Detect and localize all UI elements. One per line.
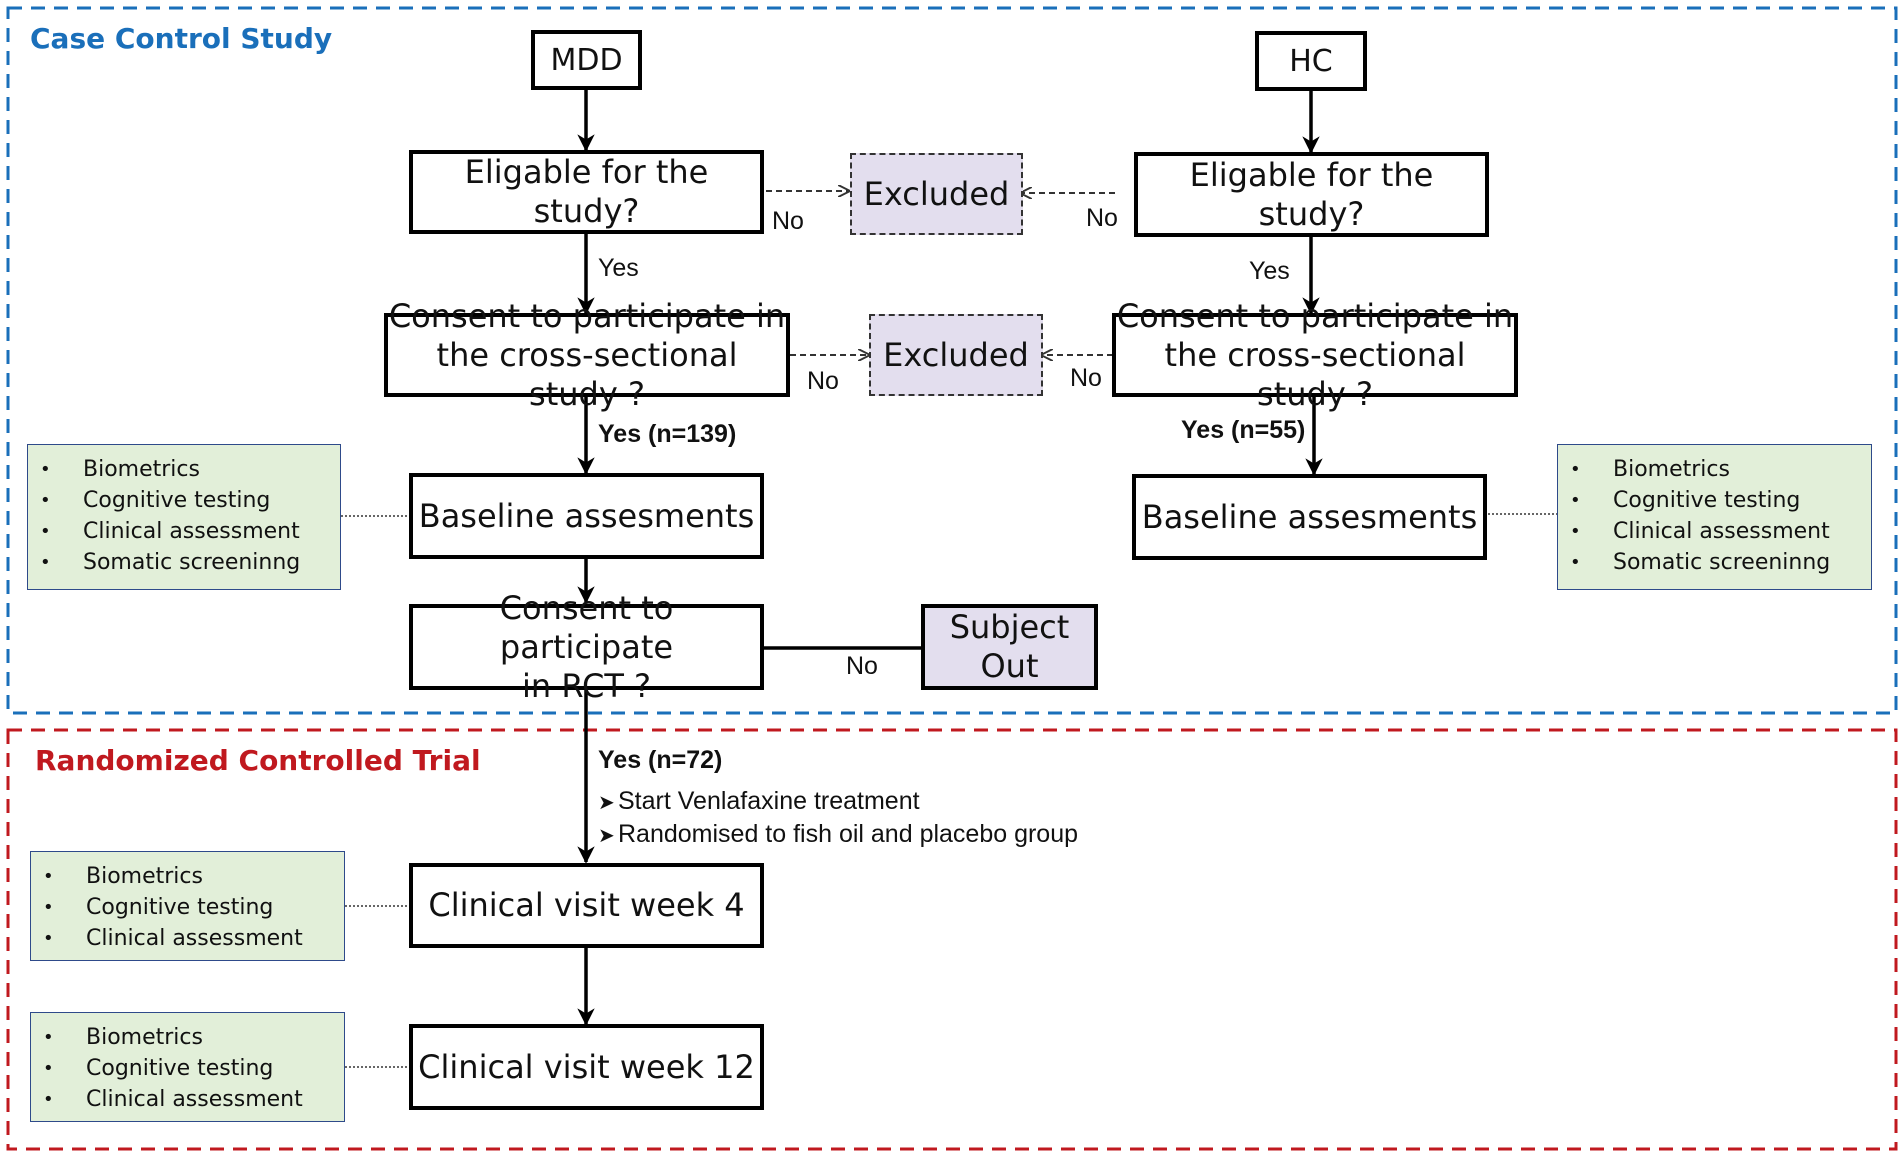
assessment-item: Biometrics: [31, 1022, 344, 1053]
rct-note-text: Randomised to fish oil and placebo group: [618, 820, 1079, 848]
mdd-baseline-assessment-box: Biometrics Cognitive testing Clinical as…: [27, 444, 341, 590]
rct-notes-list: ➤Start Venlafaxine treatment ➤Randomised…: [598, 786, 1078, 852]
case-control-title: Case Control Study: [30, 22, 333, 55]
hc-eligibility-node: Eligable for the study?: [1134, 152, 1489, 237]
assessment-item: Cognitive testing: [28, 485, 340, 516]
rct-section-border: [6, 728, 1898, 1151]
mdd-consent-node: Consent to participate in the cross-sect…: [384, 297, 790, 413]
week12-visit-label: Clinical visit week 12: [418, 1047, 755, 1086]
hc-node: HC: [1255, 31, 1367, 91]
excluded-label-1: Excluded: [863, 174, 1010, 213]
rct-note-item: ➤Randomised to fish oil and placebo grou…: [598, 819, 1078, 852]
subject-out-node: Subject Out: [921, 604, 1098, 690]
rct-consent-line2: in RCT ?: [521, 666, 652, 705]
hc-consent-node: Consent to participate in the cross-sect…: [1112, 297, 1518, 413]
assessment-item: Somatic screeninng: [1558, 547, 1871, 578]
week12-assessment-box: Biometrics Cognitive testing Clinical as…: [30, 1012, 345, 1122]
mdd-baseline-node: Baseline assesments: [409, 473, 764, 559]
edge-label-mdd-yes-2: Yes (n=139): [598, 420, 737, 448]
excluded-node-1: Excluded: [850, 153, 1023, 235]
edge-label-hc-yes-2: Yes (n=55): [1181, 416, 1306, 444]
arrow-bullet-icon: ➤: [598, 825, 615, 847]
edge-label-hc-no-2: No: [1070, 364, 1102, 392]
edge-label-mdd-no-2: No: [807, 367, 839, 395]
edge-label-rct-no: No: [846, 652, 878, 680]
excluded-label-2: Excluded: [883, 335, 1029, 374]
assessment-item: Biometrics: [28, 454, 340, 485]
assessment-item: Clinical assessment: [31, 923, 344, 954]
mdd-baseline-label: Baseline assesments: [418, 496, 755, 535]
edge-label-hc-no-1: No: [1086, 204, 1118, 232]
rct-note-item: ➤Start Venlafaxine treatment: [598, 786, 1078, 819]
edge-label-mdd-no-1: No: [772, 207, 804, 235]
mdd-consent-line2: the cross-sectional study ?: [436, 335, 738, 413]
assessment-item: Somatic screeninng: [28, 547, 340, 578]
mdd-eligibility-node: Eligable for the study?: [409, 150, 764, 234]
mdd-eligibility-label: Eligable for the study?: [464, 153, 709, 230]
mdd-node: MDD: [531, 30, 642, 90]
edge-label-mdd-yes-1: Yes: [598, 254, 639, 282]
mdd-label: MDD: [550, 42, 623, 78]
rct-consent-node: Consent to participate in RCT ?: [409, 589, 764, 705]
week4-assessment-box: Biometrics Cognitive testing Clinical as…: [30, 851, 345, 961]
hc-baseline-node: Baseline assesments: [1132, 474, 1487, 560]
assessment-item: Biometrics: [31, 861, 344, 892]
subject-out-line2: Out: [980, 647, 1039, 685]
case-control-section-border: [6, 6, 1898, 715]
week4-visit-node: Clinical visit week 4: [409, 863, 764, 948]
hc-consent-line2: the cross-sectional study ?: [1164, 335, 1466, 413]
hc-baseline-label: Baseline assesments: [1141, 497, 1478, 536]
edge-label-rct-yes: Yes (n=72): [598, 746, 723, 774]
hc-eligibility-label: Eligable for the study?: [1189, 155, 1434, 233]
assessment-item: Clinical assessment: [1558, 516, 1871, 547]
arrow-bullet-icon: ➤: [598, 792, 615, 814]
assessment-item: Clinical assessment: [28, 516, 340, 547]
edge-label-hc-yes-1: Yes: [1249, 257, 1290, 285]
assessment-item: Biometrics: [1558, 454, 1871, 485]
assessment-item: Cognitive testing: [31, 1053, 344, 1084]
mdd-consent-line1: Consent to participate in: [388, 296, 786, 335]
hc-baseline-assessment-box: Biometrics Cognitive testing Clinical as…: [1557, 444, 1872, 590]
excluded-node-2: Excluded: [869, 314, 1043, 396]
week12-visit-node: Clinical visit week 12: [409, 1024, 764, 1110]
rct-title: Randomized Controlled Trial: [35, 744, 481, 777]
assessment-item: Cognitive testing: [1558, 485, 1871, 516]
rct-note-text: Start Venlafaxine treatment: [618, 787, 920, 815]
week4-visit-label: Clinical visit week 4: [428, 886, 745, 924]
rct-consent-line1: Consent to participate: [499, 588, 674, 666]
subject-out-line1: Subject: [949, 608, 1070, 646]
hc-label: HC: [1289, 43, 1333, 79]
hc-consent-line1: Consent to participate in: [1116, 296, 1514, 335]
assessment-item: Cognitive testing: [31, 892, 344, 923]
assessment-item: Clinical assessment: [31, 1084, 344, 1115]
